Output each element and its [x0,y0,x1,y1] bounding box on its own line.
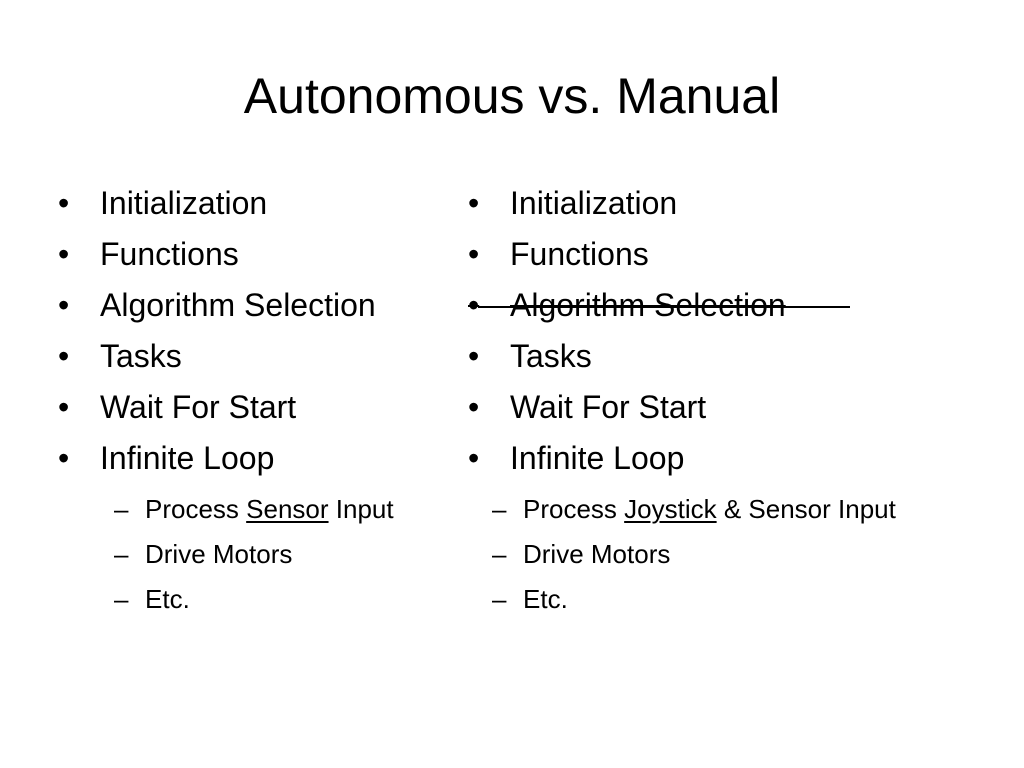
bullet-dot-icon: • [58,236,70,272]
sub-list-item: – Process Joystick & Sensor Input [468,492,943,526]
list-item: • Wait For Start [468,382,988,433]
bullet-dot-icon: • [468,338,480,374]
sub-list-item: – Etc. [468,582,943,616]
list-item: • Algorithm Selection [58,280,458,331]
list-item-text: Wait For Start [510,389,707,425]
list-item: • Wait For Start [58,382,458,433]
bullet-dot-icon: • [58,287,70,323]
dash-icon: – [114,494,129,524]
bullet-dot-icon: • [468,389,480,425]
list-item-text: Algorithm Selection [510,287,786,323]
dash-icon: – [114,584,129,614]
sub-list-item: – Etc. [58,582,405,616]
left-column: • Initialization • Functions • Algorithm… [58,178,458,627]
list-item: • Functions [468,229,988,280]
bullet-dot-icon: • [58,338,70,374]
list-item-text: Infinite Loop [510,440,685,476]
list-item: • Infinite Loop [58,433,458,484]
strikethrough-line [478,306,850,308]
sub-item-text: Process [523,494,625,524]
sub-item-text: Etc. [523,584,568,614]
list-item-struck: • Algorithm Selection [468,280,988,331]
underlined-word: Joystick [624,494,717,524]
list-item: • Infinite Loop [468,433,988,484]
list-item: • Tasks [58,331,458,382]
bullet-dot-icon: • [468,287,480,323]
sub-list: – Process Joystick & Sensor Input – Driv… [468,492,988,616]
bullet-dot-icon: • [58,185,70,221]
sub-list-item: – Drive Motors [58,537,405,571]
list-item-text: Wait For Start [100,389,297,425]
sub-item-text: Etc. [145,584,190,614]
list-item: • Tasks [468,331,988,382]
bullet-dot-icon: • [58,440,70,476]
slide-title: Autonomous vs. Manual [243,68,781,124]
dash-icon: – [114,539,129,569]
list-item: • Initialization [58,178,458,229]
bullet-dot-icon: • [468,185,480,221]
sub-item-text: & Sensor Input [716,494,896,524]
sub-item-text: Process [145,494,247,524]
dash-icon: – [492,494,507,524]
list-item-text: Infinite Loop [100,440,275,476]
list-item-text: Algorithm Selection [100,287,376,323]
bullet-dot-icon: • [468,440,480,476]
list-item: • Initialization [468,178,988,229]
sub-item-text: Drive Motors [523,539,671,569]
sub-item-text: Input [328,494,394,524]
list-item-text: Tasks [100,338,182,374]
list-item-text: Functions [100,236,239,272]
sub-list-item: – Process Sensor Input [58,492,405,526]
dash-icon: – [492,584,507,614]
list-item-text: Initialization [510,185,678,221]
sub-list-item: – Drive Motors [468,537,943,571]
list-item-text: Initialization [100,185,268,221]
right-column: • Initialization • Functions • Algorithm… [468,178,988,627]
bullet-dot-icon: • [468,236,480,272]
sub-item-text: Drive Motors [145,539,293,569]
underlined-word: Sensor [246,494,329,524]
sub-list: – Process Sensor Input – Drive Motors – … [58,492,458,616]
list-item: • Functions [58,229,458,280]
bullet-dot-icon: • [58,389,70,425]
dash-icon: – [492,539,507,569]
list-item-text: Functions [510,236,649,272]
list-item-text: Tasks [510,338,592,374]
